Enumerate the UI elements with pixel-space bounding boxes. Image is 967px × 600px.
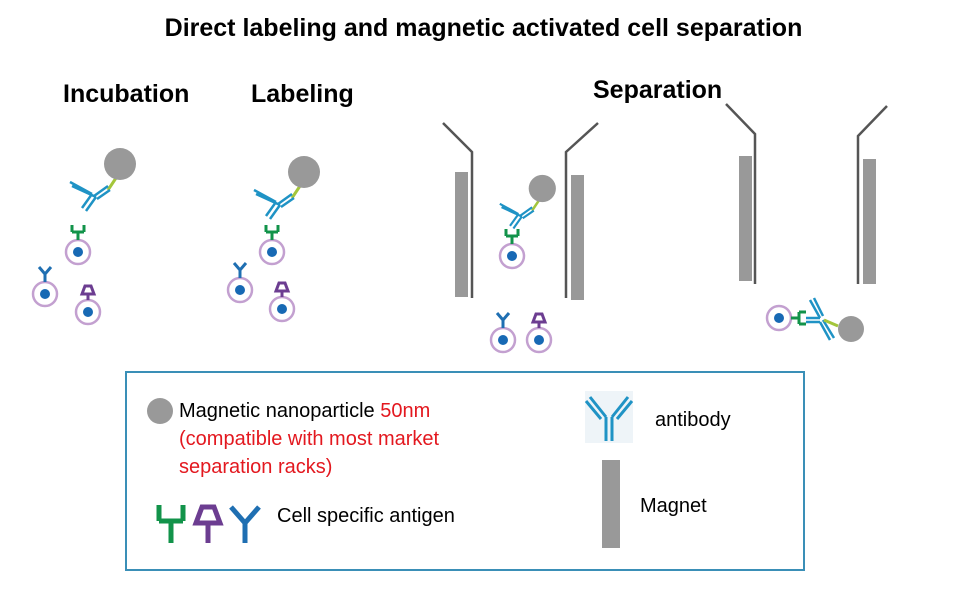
antibody-legend-label: antibody [655, 409, 731, 431]
green-antigen-icon [789, 310, 808, 326]
cell-icon [525, 326, 553, 354]
nanoparticle-legend-text: Magnetic nanoparticle 50nm [179, 397, 430, 425]
cell-icon [765, 304, 793, 332]
cell-icon [489, 326, 517, 354]
cell-icon [268, 295, 296, 323]
antigen-legend-label: Cell specific antigen [277, 505, 455, 527]
blue-antigen-icon [37, 265, 53, 284]
magnet-bar-right [863, 159, 876, 284]
magnet-legend-label: Magnet [640, 495, 707, 517]
green-antigen-icon [504, 227, 520, 246]
tube-wall-right [856, 105, 888, 284]
stage-label-separation: Separation [593, 76, 723, 104]
magnet-bar-left [739, 156, 752, 281]
nanoparticle-icon [147, 398, 173, 424]
blue-antigen-icon [232, 261, 248, 280]
purple-antigen-icon [192, 504, 224, 543]
purple-antigen-icon [531, 312, 547, 330]
green-antigen-icon [156, 505, 186, 543]
separation-tube-2 [725, 103, 888, 342]
antibody-nanoparticle-complex [498, 173, 558, 230]
nanoparticle-icon [838, 316, 864, 342]
nanoparticle-note-line2: separation racks) [179, 456, 333, 478]
cell-icon [64, 238, 92, 266]
stage-label-incubation: Incubation [63, 80, 190, 108]
cell-icon [31, 280, 59, 308]
legend-box: Magnetic nanoparticle 50nm (compatible w… [125, 371, 805, 571]
tube-wall-left [442, 122, 474, 298]
nanoparticle-note-line1: (compatible with most market [179, 428, 440, 450]
tube-wall-right [564, 122, 599, 298]
blue-antigen-icon [495, 311, 511, 330]
cell-icon [258, 238, 286, 266]
magnet-bar-left [455, 172, 468, 297]
tube-wall-left [725, 103, 757, 284]
incubation-panel [31, 146, 138, 326]
antibody-icon [806, 297, 836, 341]
magnet-bar-right [571, 175, 584, 300]
antibody-icon [584, 391, 634, 443]
purple-antigen-icon [80, 284, 96, 302]
nanoparticle-size: 50nm [380, 400, 431, 422]
legend-icons [147, 391, 634, 548]
diagram-title: Direct labeling and magnetic activated c… [164, 14, 803, 42]
antibody-nanoparticle-complex [252, 154, 322, 221]
nanoparticle-label: Magnetic nanoparticle [179, 400, 375, 422]
cell-icon [226, 276, 254, 304]
antibody-nanoparticle-complex [68, 146, 138, 213]
cell-icon [74, 298, 102, 326]
blue-antigen-icon [229, 505, 261, 543]
green-antigen-icon [264, 223, 280, 242]
labeling-panel [226, 154, 322, 323]
magnet-icon [602, 460, 620, 548]
captured-cell-complex [765, 297, 864, 342]
cell-icon [498, 242, 526, 270]
purple-antigen-icon [274, 281, 290, 299]
separation-tube-1 [442, 122, 599, 354]
green-antigen-icon [70, 223, 86, 242]
stage-label-labeling: Labeling [251, 80, 354, 108]
